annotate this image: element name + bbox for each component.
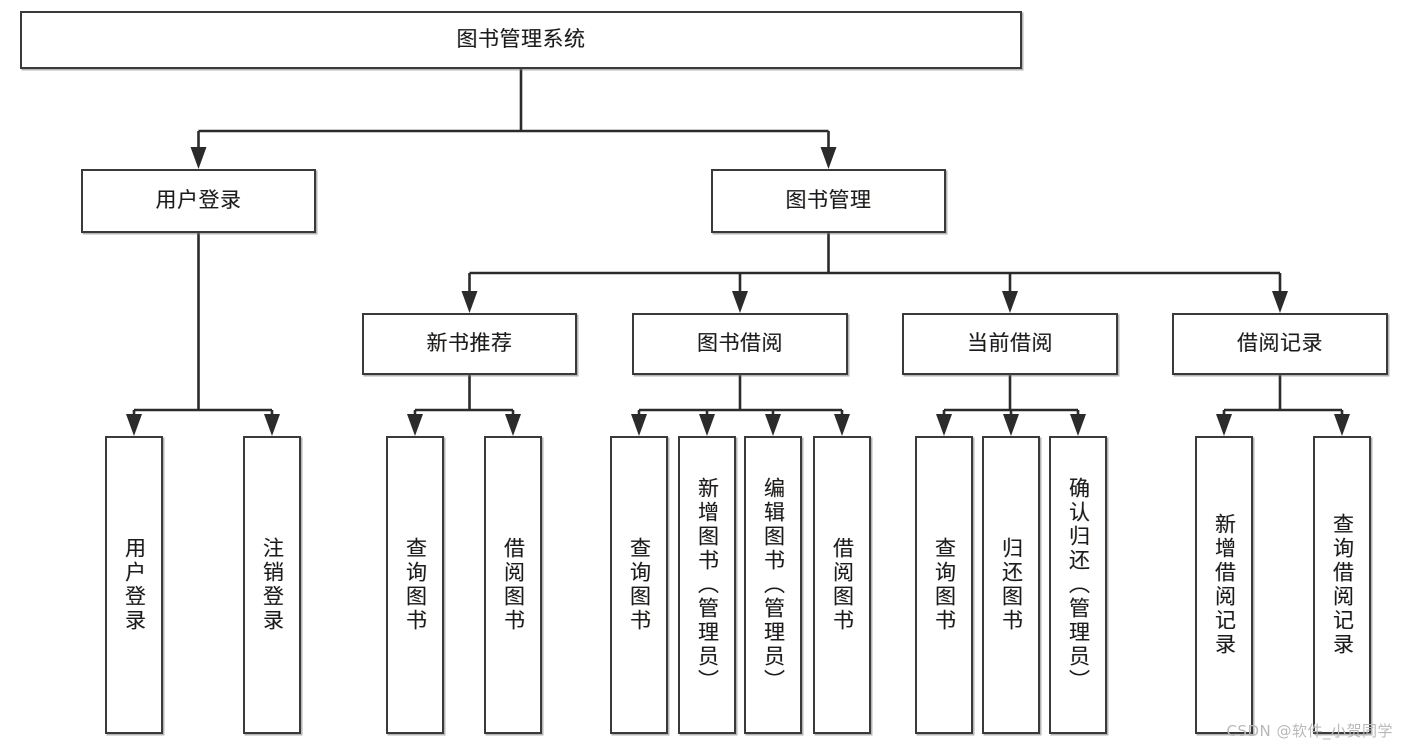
node-label-leaf-query-record: 查询借阅记录	[1330, 513, 1355, 657]
node-box-leaf-user-login[interactable]: 用户登录	[105, 436, 163, 734]
node-label-leaf-add-book: 新增图书（管理员）	[695, 477, 720, 693]
node-label-book-borrow: 图书借阅	[697, 331, 783, 356]
node-label-leaf-edit-book: 编辑图书（管理员）	[761, 477, 786, 693]
node-label-leaf-borrow-book-1: 借阅图书	[501, 537, 526, 633]
arrowhead-borrow-record-leaf-query-record	[1334, 414, 1350, 436]
node-box-leaf-return-book[interactable]: 归还图书	[982, 436, 1040, 734]
node-box-leaf-logout[interactable]: 注销登录	[243, 436, 301, 734]
arrowhead-borrow-record-leaf-add-record	[1216, 414, 1232, 436]
node-label-current-borrow: 当前借阅	[967, 331, 1053, 356]
node-label-user-login: 用户登录	[155, 188, 242, 213]
node-label-leaf-confirm-return: 确认归还（管理员）	[1066, 477, 1091, 693]
node-box-book-borrow[interactable]: 图书借阅	[632, 313, 848, 375]
node-box-leaf-add-book[interactable]: 新增图书（管理员）	[678, 436, 736, 734]
node-label-leaf-user-login: 用户登录	[122, 537, 147, 633]
node-label-leaf-query-book-3: 查询图书	[932, 537, 957, 633]
node-box-borrow-record[interactable]: 借阅记录	[1172, 313, 1388, 375]
node-box-new-book-rec[interactable]: 新书推荐	[362, 313, 577, 375]
arrowhead-book-manage-borrow-record	[1272, 291, 1288, 313]
node-box-leaf-query-book-3[interactable]: 查询图书	[915, 436, 973, 734]
node-box-leaf-borrow-book-2[interactable]: 借阅图书	[813, 436, 871, 734]
node-label-leaf-return-book: 归还图书	[999, 537, 1024, 633]
watermark-label: CSDN @软件_小贺同学	[1226, 722, 1393, 740]
node-label-borrow-record: 借阅记录	[1237, 331, 1323, 356]
node-label-leaf-logout: 注销登录	[260, 537, 285, 633]
arrowhead-current-borrow-leaf-confirm-return	[1070, 414, 1086, 436]
arrowhead-book-borrow-leaf-borrow-book-2	[834, 414, 850, 436]
node-box-root[interactable]: 图书管理系统	[20, 11, 1022, 69]
arrowhead-current-borrow-leaf-return-book	[1003, 414, 1019, 436]
node-label-root: 图书管理系统	[456, 27, 586, 52]
node-box-leaf-add-record[interactable]: 新增借阅记录	[1195, 436, 1253, 734]
node-label-leaf-add-record: 新增借阅记录	[1212, 513, 1237, 657]
arrowhead-user-login-leaf-logout	[264, 414, 280, 436]
node-label-leaf-query-book-1: 查询图书	[403, 537, 428, 633]
node-box-leaf-query-book-1[interactable]: 查询图书	[386, 436, 444, 734]
arrowhead-new-book-rec-leaf-borrow-book-1	[505, 414, 521, 436]
node-label-leaf-query-book-2: 查询图书	[627, 537, 652, 633]
arrowhead-root-book-manage	[820, 147, 837, 169]
arrowhead-user-login-leaf-user-login	[126, 414, 142, 436]
arrowhead-new-book-rec-leaf-query-book-1	[407, 414, 423, 436]
node-label-book-manage: 图书管理	[785, 188, 872, 213]
node-label-leaf-borrow-book-2: 借阅图书	[830, 537, 855, 633]
node-box-book-manage[interactable]: 图书管理	[711, 169, 946, 233]
node-box-user-login[interactable]: 用户登录	[81, 169, 316, 233]
node-box-leaf-edit-book[interactable]: 编辑图书（管理员）	[744, 436, 802, 734]
arrowhead-book-borrow-leaf-add-book	[699, 414, 715, 436]
arrowhead-book-manage-new-book-rec	[461, 291, 478, 313]
node-box-leaf-query-book-2[interactable]: 查询图书	[610, 436, 668, 734]
arrowhead-current-borrow-leaf-query-book-3	[936, 414, 952, 436]
node-label-new-book-rec: 新书推荐	[426, 331, 513, 356]
node-box-current-borrow[interactable]: 当前借阅	[902, 313, 1118, 375]
node-box-leaf-query-record[interactable]: 查询借阅记录	[1313, 436, 1371, 734]
arrowhead-book-borrow-leaf-edit-book	[765, 414, 781, 436]
arrowhead-book-manage-book-borrow	[732, 291, 748, 313]
arrowhead-book-borrow-leaf-query-book-2	[631, 414, 647, 436]
node-box-leaf-borrow-book-1[interactable]: 借阅图书	[484, 436, 542, 734]
node-box-leaf-confirm-return[interactable]: 确认归还（管理员）	[1049, 436, 1107, 734]
arrowhead-root-user-login	[190, 147, 207, 169]
arrowhead-book-manage-current-borrow	[1002, 291, 1018, 313]
